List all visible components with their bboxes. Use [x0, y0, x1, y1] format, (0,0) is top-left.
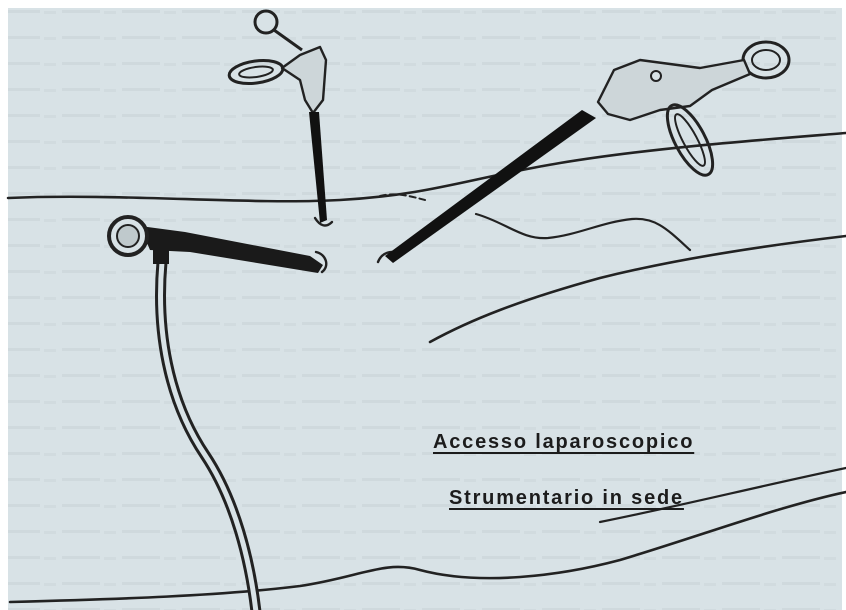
caption-title: Accesso laparoscopico: [433, 432, 694, 452]
grasper-right-pivot: [651, 71, 661, 81]
caption-subtitle: Strumentario in sede: [449, 488, 684, 508]
laparoscope-lens: [117, 225, 139, 247]
show-through-text-texture: [8, 8, 842, 610]
light-post: [153, 248, 169, 264]
